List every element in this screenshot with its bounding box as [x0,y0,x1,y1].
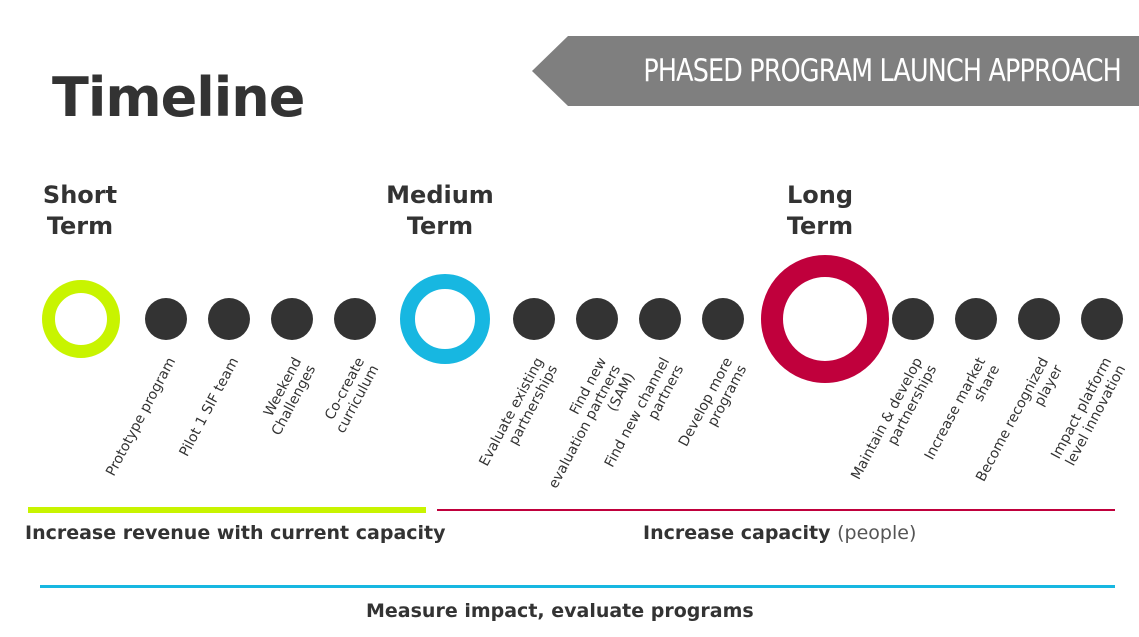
revenue-bar-label: Increase revenue with current capacity [25,522,446,544]
term-short-line2: Term [46,212,114,240]
milestone-dot [208,298,250,340]
measure-bar-label: Measure impact, evaluate programs [366,600,754,622]
banner-arrow-shape [532,36,1139,106]
term-long-line1: Long [786,181,854,209]
term-long-heading: Long Term [770,180,870,242]
medium-term-ring [400,274,490,364]
milestone-label: Pilot 1 SIF team [176,355,243,460]
section-banner: PHASED PROGRAM LAUNCH APPROACH [532,36,1139,106]
milestone-dot [892,298,934,340]
capacity-bar [437,509,1115,511]
milestone-dot [271,298,313,340]
milestone-dot [145,298,187,340]
long-term-ring [761,255,889,383]
term-long-line2: Term [786,212,854,240]
milestone-dot [576,298,618,340]
term-medium-line2: Term [406,212,474,240]
measure-bar [40,585,1115,588]
short-term-ring [42,280,120,358]
term-medium-line1: Medium [386,181,494,209]
milestone-dot [1081,298,1123,340]
milestone-label: Prototype program [103,355,180,479]
milestone-dot [334,298,376,340]
milestone-dot [702,298,744,340]
revenue-bar [28,507,426,513]
capacity-label-text: Increase capacity [643,522,831,544]
milestone-dot [513,298,555,340]
milestone-dot [1018,298,1060,340]
term-short-heading: Short Term [40,180,120,242]
milestone-dot [639,298,681,340]
banner-title: PHASED PROGRAM LAUNCH APPROACH [643,53,1121,89]
term-short-line1: Short [42,181,118,209]
capacity-bar-label: Increase capacity (people) [643,522,916,544]
term-medium-heading: Medium Term [378,180,502,242]
capacity-label-note: (people) [837,522,917,544]
milestone-dot [955,298,997,340]
page-title: Timeline [52,66,305,129]
